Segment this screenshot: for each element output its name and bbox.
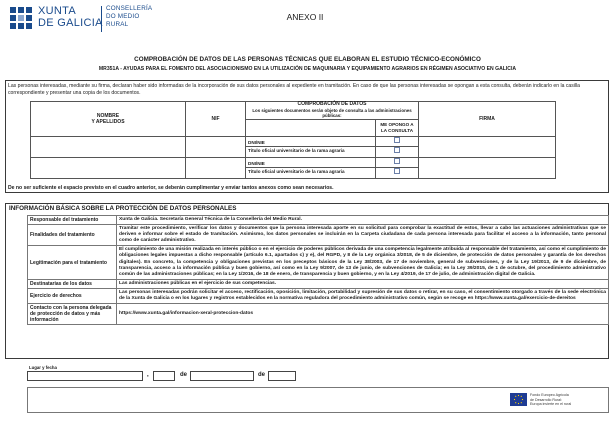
comma-separator: , bbox=[147, 372, 149, 378]
annex-label: ANEXO II bbox=[286, 12, 324, 22]
feader-line-3: Europa invierte en el rural bbox=[530, 402, 572, 407]
nif-cell-2[interactable] bbox=[185, 156, 246, 179]
month-input[interactable] bbox=[190, 371, 254, 381]
dp-label-purposes: Finalidades del tratamiento bbox=[27, 224, 117, 247]
table-row: Finalidades del tratamiento Tramitar est… bbox=[27, 224, 609, 247]
doc-dni-label: DNI/NIE bbox=[246, 160, 375, 168]
col-docs-spacer bbox=[245, 118, 376, 137]
table-row: DNI/NIE Título oficial universitario de … bbox=[30, 156, 556, 179]
table-row: Legitimación para el tratamiento El cump… bbox=[27, 245, 609, 280]
name-cell-1[interactable] bbox=[30, 135, 186, 158]
logo-divider bbox=[101, 6, 102, 32]
brand-name: XUNTA DE GALICIA bbox=[38, 5, 103, 29]
doc-title-label: Título oficial universitario de la rama … bbox=[248, 169, 345, 174]
consent-intro-text: Las personas interesadas, mediante su fi… bbox=[8, 83, 580, 96]
technicians-table: NOMBRE Y APELLIDOS NIF COMPROBACIÓN DE D… bbox=[30, 101, 556, 179]
table-row: Ejercicio de derechos Las personas inter… bbox=[27, 287, 609, 305]
footer-box bbox=[27, 387, 609, 413]
department-name: CONSELLERÍA DO MEDIO RURAL bbox=[106, 5, 152, 29]
dept-line-3: RURAL bbox=[106, 21, 129, 28]
dp-label-recipients: Destinatarias de los datos bbox=[27, 278, 117, 289]
col-nif-header: NIF bbox=[185, 101, 246, 137]
feader-text: Fondo Europeo Agrícola de Desarrollo Rur… bbox=[530, 393, 586, 407]
table-row: Destinatarias de los datos Las administr… bbox=[27, 278, 609, 289]
de-separator-2: de bbox=[258, 372, 266, 378]
dp-label-rights: Ejercicio de derechos bbox=[27, 287, 117, 305]
place-date-label: Lugar y fecha bbox=[29, 365, 57, 370]
oppose-title-checkbox-1[interactable] bbox=[394, 147, 400, 153]
data-check-section bbox=[5, 80, 609, 193]
data-protection-table: Responsable del tratamiento Xunta de Gal… bbox=[27, 214, 609, 326]
nif-cell-1[interactable] bbox=[185, 135, 246, 158]
place-input[interactable] bbox=[27, 371, 143, 381]
table-row: DNI/NIE Título oficial universitario de … bbox=[30, 135, 556, 158]
col-name-header: NOMBRE Y APELLIDOS bbox=[30, 101, 186, 137]
oppose-cell-2 bbox=[375, 156, 419, 179]
dp-value-controller: Xunta de Galicia. Secretaría General Téc… bbox=[116, 214, 609, 226]
oppose-title-checkbox-2[interactable] bbox=[394, 168, 400, 174]
data-protection-section bbox=[5, 203, 609, 359]
signature-cell-1[interactable] bbox=[418, 135, 556, 158]
dp-value-legitimation: El cumplimiento de una misión realizada … bbox=[116, 245, 609, 280]
eu-flag-icon bbox=[510, 393, 527, 406]
signature-cell-2[interactable] bbox=[418, 156, 556, 179]
brand-line-2: DE GALICIA bbox=[38, 17, 103, 29]
day-input[interactable] bbox=[153, 371, 175, 381]
dp-value-purposes: Tramitar este procedimiento, verificar l… bbox=[116, 224, 609, 247]
dept-line-1: CONSELLERÍA bbox=[106, 5, 153, 12]
xunta-logo-icon bbox=[10, 7, 32, 29]
feader-line-1: Fondo Europeo Agrícola bbox=[530, 393, 569, 397]
document-title: COMPROBACIÓN DE DATOS DE LAS PERSONAS TÉ… bbox=[134, 56, 481, 63]
dp-label-legitimation: Legitimación para el tratamiento bbox=[27, 245, 117, 280]
docs-cell-2: DNI/NIE Título oficial universitario de … bbox=[245, 156, 376, 179]
col-oppose-header: ME OPONGO A LA CONSULTA bbox=[375, 118, 419, 137]
dp-value-recipients: Las administraciones públicas en el ejer… bbox=[116, 278, 609, 289]
data-protection-title: INFORMACIÓN BÁSICA SOBRE LA PROTECCIÓN D… bbox=[9, 205, 237, 212]
feader-line-2: de Desarrollo Rural: bbox=[530, 397, 562, 402]
de-separator-1: de bbox=[180, 372, 188, 378]
dp-label-contact: Contacto con la persona delegada de prot… bbox=[27, 303, 117, 326]
insufficient-space-note: De no ser suficiente el espacio previsto… bbox=[8, 185, 334, 191]
document-subtitle: MR351A - AYUDAS PARA EL FOMENTO DEL ASOC… bbox=[98, 66, 517, 72]
oppose-dni-checkbox-2[interactable] bbox=[394, 157, 400, 164]
table-row: Responsable del tratamiento Xunta de Gal… bbox=[27, 214, 609, 226]
oppose-cell-1 bbox=[375, 135, 419, 158]
col-check-subtitle: Los siguientes documentos serán objeto d… bbox=[252, 107, 412, 119]
doc-dni-label: DNI/NIE bbox=[246, 139, 375, 147]
col-sign-header: FIRMA bbox=[418, 101, 556, 137]
col-check-header: COMPROBACIÓN DE DATOS Los siguientes doc… bbox=[245, 101, 419, 120]
doc-title-label: Título oficial universitario de la rama … bbox=[248, 148, 345, 153]
dp-value-rights: Las personas interesadas podrán solicita… bbox=[116, 287, 609, 305]
name-cell-2[interactable] bbox=[30, 156, 186, 179]
dp-label-controller: Responsable del tratamiento bbox=[27, 214, 117, 226]
table-row: Contacto con la persona delegada de prot… bbox=[27, 303, 609, 326]
dp-value-contact: https://www.xunta.gal/informacion-xeral-… bbox=[116, 303, 609, 326]
year-input[interactable] bbox=[268, 371, 296, 381]
dept-line-2: DO MEDIO bbox=[106, 13, 140, 20]
brand-line-1: XUNTA bbox=[38, 5, 76, 17]
docs-cell-1: DNI/NIE Título oficial universitario de … bbox=[245, 135, 376, 158]
col-check-title: COMPROBACIÓN DE DATOS bbox=[297, 101, 367, 107]
oppose-dni-checkbox-1[interactable] bbox=[394, 136, 400, 143]
